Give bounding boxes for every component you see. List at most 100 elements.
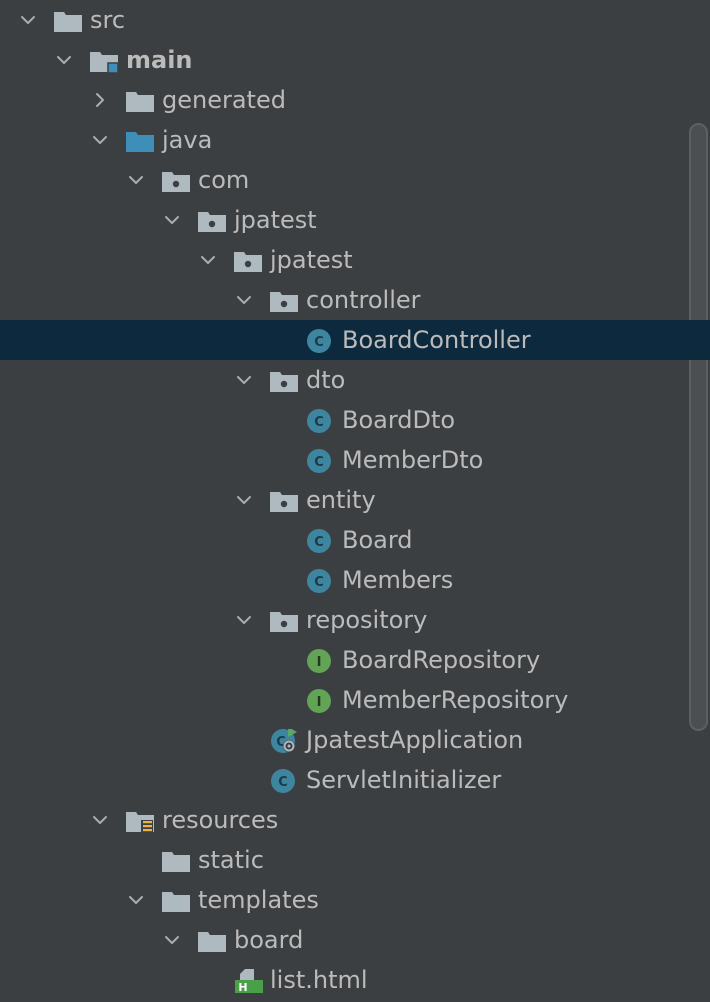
class-icon: C	[305, 529, 335, 553]
tree-item-label: templates	[198, 886, 319, 914]
resources-folder-icon	[125, 809, 155, 833]
folder-icon	[53, 9, 83, 33]
chevron-down-icon[interactable]	[236, 372, 252, 388]
tree-item[interactable]: board	[0, 920, 690, 960]
svg-text:C: C	[314, 575, 324, 590]
html-file-icon: H	[233, 969, 263, 994]
tree-item[interactable]: C MemberDto	[0, 440, 690, 480]
tree-item[interactable]: controller	[0, 280, 690, 320]
svg-text:C: C	[314, 455, 324, 470]
tree-item[interactable]: entity	[0, 480, 690, 520]
chevron-down-icon[interactable]	[128, 172, 144, 188]
tree-item-label: Members	[342, 566, 454, 594]
tree-item[interactable]: generated	[0, 80, 690, 120]
svg-text:C: C	[278, 775, 288, 790]
module-folder-icon	[89, 49, 119, 74]
package-icon	[269, 489, 299, 513]
tree-item-label: java	[162, 126, 213, 154]
chevron-down-icon[interactable]	[92, 812, 108, 828]
package-icon	[269, 369, 299, 393]
tree-item[interactable]: C JpatestApplication	[0, 720, 690, 760]
chevron-down-icon[interactable]	[128, 892, 144, 908]
tree-item-label: dto	[306, 366, 346, 394]
tree-item-label: BoardDto	[342, 406, 456, 434]
tree-item[interactable]: com	[0, 160, 690, 200]
tree-item[interactable]: static	[0, 840, 690, 880]
tree-item-label: list.html	[270, 966, 368, 994]
svg-text:C: C	[276, 735, 286, 750]
svg-text:I: I	[317, 695, 322, 710]
tree-item[interactable]: C BoardController	[0, 320, 710, 360]
tree-item-label: MemberRepository	[342, 686, 569, 714]
chevron-down-icon[interactable]	[164, 932, 180, 948]
tree-item-label: ServletInitializer	[306, 766, 502, 794]
source-folder-icon	[125, 129, 155, 153]
tree-item[interactable]: jpatest	[0, 240, 690, 280]
tree-item[interactable]: java	[0, 120, 690, 160]
chevron-down-icon[interactable]	[236, 612, 252, 628]
svg-text:I: I	[317, 655, 322, 670]
folder-icon	[125, 89, 155, 113]
tree-item-label: board	[234, 926, 304, 954]
package-icon	[269, 609, 299, 633]
chevron-down-icon[interactable]	[236, 492, 252, 508]
tree-item[interactable]: templates	[0, 880, 690, 920]
tree-item[interactable]: I BoardRepository	[0, 640, 690, 680]
class-icon: C	[305, 569, 335, 593]
class-icon: C	[269, 769, 299, 793]
tree-item[interactable]: jpatest	[0, 200, 690, 240]
class-icon: C	[305, 449, 335, 473]
svg-text:C: C	[314, 415, 324, 430]
tree-item[interactable]: src	[0, 0, 690, 40]
tree-item-label: com	[198, 166, 250, 194]
vertical-scrollbar[interactable]	[689, 123, 708, 731]
class-icon: C	[305, 329, 335, 353]
package-icon	[233, 249, 263, 273]
chevron-down-icon[interactable]	[236, 292, 252, 308]
tree-item-label: JpatestApplication	[306, 726, 524, 754]
tree-item[interactable]: main	[0, 40, 690, 80]
folder-icon	[161, 849, 191, 873]
tree-item[interactable]: I MemberRepository	[0, 680, 690, 720]
tree-item-label: Board	[342, 526, 413, 554]
tree-item-label: resources	[162, 806, 279, 834]
tree-item[interactable]: C BoardDto	[0, 400, 690, 440]
tree-item[interactable]: resources	[0, 800, 690, 840]
chevron-right-icon[interactable]	[92, 92, 108, 108]
package-icon	[269, 289, 299, 313]
package-icon	[197, 209, 227, 233]
svg-text:C: C	[314, 535, 324, 550]
tree-item-label: controller	[306, 286, 421, 314]
tree-item[interactable]: dto	[0, 360, 690, 400]
tree-item-label: BoardController	[342, 326, 531, 354]
tree-item[interactable]: C ServletInitializer	[0, 760, 690, 800]
svg-text:H: H	[238, 981, 247, 993]
package-icon	[161, 169, 191, 193]
tree-item-label: jpatest	[234, 206, 317, 234]
chevron-down-icon[interactable]	[164, 212, 180, 228]
folder-icon	[161, 889, 191, 913]
folder-icon	[197, 929, 227, 953]
chevron-down-icon[interactable]	[20, 12, 36, 28]
tree-item-label: static	[198, 846, 264, 874]
tree-item-label: main	[126, 46, 193, 74]
tree-item-label: generated	[162, 86, 286, 114]
tree-item-label: jpatest	[270, 246, 353, 274]
chevron-down-icon[interactable]	[56, 52, 72, 68]
interface-icon: I	[305, 689, 335, 713]
tree-item[interactable]: C Board	[0, 520, 690, 560]
chevron-down-icon[interactable]	[200, 252, 216, 268]
tree-item-label: src	[90, 6, 126, 34]
tree-item-label: MemberDto	[342, 446, 484, 474]
spring-boot-app-icon: C	[269, 727, 299, 753]
tree-item[interactable]: repository	[0, 600, 690, 640]
tree-item-label: BoardRepository	[342, 646, 541, 674]
class-icon: C	[305, 409, 335, 433]
svg-text:C: C	[314, 335, 324, 350]
interface-icon: I	[305, 649, 335, 673]
tree-item[interactable]: C Members	[0, 560, 690, 600]
chevron-down-icon[interactable]	[92, 132, 108, 148]
tree-item-label: repository	[306, 606, 428, 634]
